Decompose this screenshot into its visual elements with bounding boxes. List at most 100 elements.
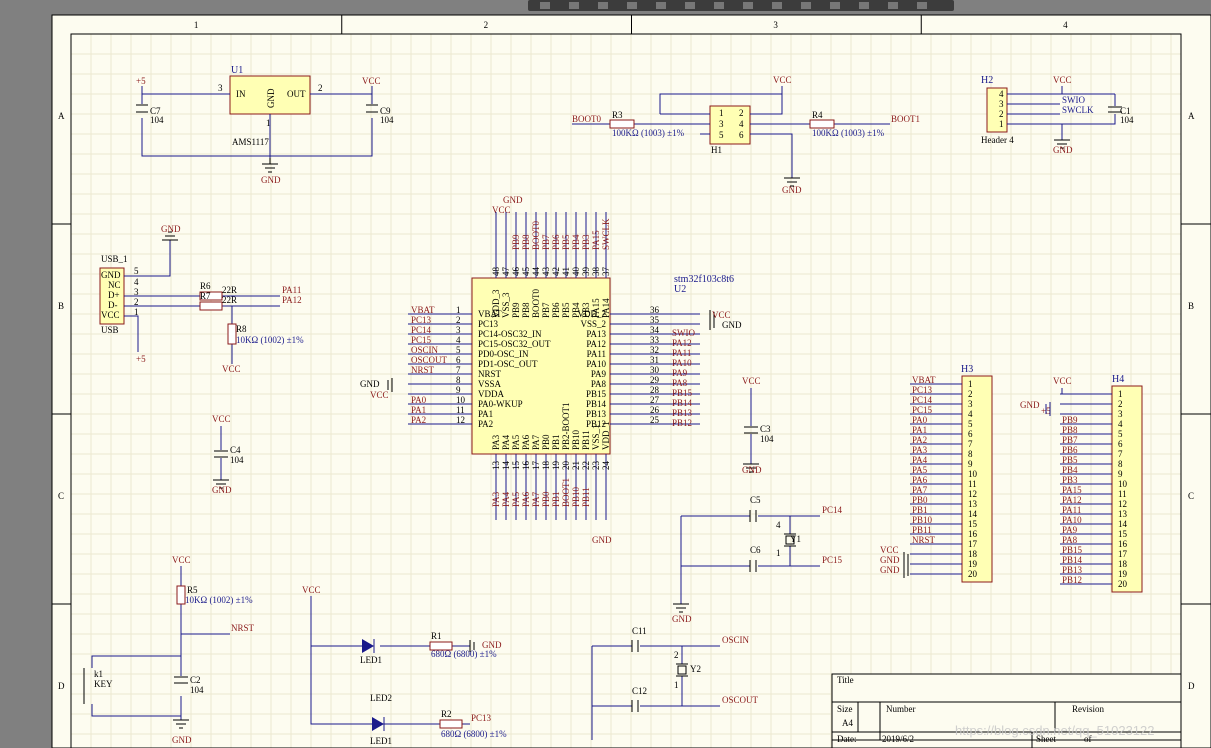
svg-text:2: 2 [999,109,1004,119]
mcu-pin-name: PC15-OSC32_OUT [478,339,551,349]
svg-text:GND: GND [782,185,802,195]
h4-net: PB14 [1062,555,1083,565]
svg-text:VCC: VCC [712,310,731,320]
watermark: https://blog.csdn.net/qq_51023122 [955,723,1155,738]
h4-pin: 20 [1118,579,1128,589]
toolbar-tool-icon[interactable] [743,2,753,9]
mcu-pin-num: 44 [531,267,541,277]
h3-pin: 15 [968,519,978,529]
svg-text:GND: GND [592,535,612,545]
h3-net: PB1 [912,505,928,515]
zone-row-right-A: A [1188,111,1195,121]
mcu-pin-num: 26 [650,405,660,415]
c7-ref: C7 [150,106,161,116]
mcu-pin-name: PA13 [586,329,606,339]
svg-text:Revision: Revision [1072,704,1105,714]
h3-pin: 8 [968,449,973,459]
mcu-net-bottom: PA7 [531,491,541,507]
toolbar-tool-icon[interactable] [540,2,550,9]
mcu-pin-name: PB6 [551,302,561,318]
mcu-pin-name: PA9 [591,369,607,379]
h4-pin: 9 [1118,469,1123,479]
mcu-net-right: PA12 [672,338,692,348]
svg-text:4: 4 [134,277,139,287]
mcu-net-bottom: PA5 [511,491,521,507]
zone-row-B: B [58,301,64,311]
mcu-net-left: PA2 [411,415,426,425]
svg-text:1: 1 [999,119,1004,129]
header-h4-section: H4 VCC GND +5 1234PB95PB86PB77PB68PB59PB… [1020,374,1143,593]
h3-pin: 17 [968,539,978,549]
u1-pin3: 3 [218,83,223,93]
svg-text:SWIO: SWIO [1062,95,1085,105]
mcu-net-top: SWCLK [601,218,611,250]
h4-pin: 15 [1118,529,1128,539]
toolbar-tool-icon[interactable] [627,2,637,9]
svg-text:2: 2 [134,297,139,307]
toolbar-tool-icon[interactable] [830,2,840,9]
svg-text:4: 4 [999,89,1004,99]
h4-pin: 10 [1118,479,1128,489]
toolbar-tool-icon[interactable] [859,2,869,9]
h4-pin: 2 [1118,399,1123,409]
svg-text:H3: H3 [961,364,973,375]
mcu-net-left: PA1 [411,405,426,415]
svg-text:Y2: Y2 [690,664,701,674]
toolbar-tool-icon[interactable] [714,2,724,9]
svg-text:VCC: VCC [222,364,241,374]
mcu-pin-num: 19 [551,461,561,471]
h3-net: PA5 [912,465,928,475]
zone-col-4: 4 [1063,20,1068,30]
net-boot0: BOOT0 [572,114,601,124]
svg-text:3: 3 [999,99,1004,109]
h4-pin: 19 [1118,569,1128,579]
mcu-pin-name: VDD_1 [601,422,611,451]
h3-pin: 5 [968,419,973,429]
mcu-net-right: PA11 [672,348,691,358]
toolbar-tool-icon[interactable] [598,2,608,9]
mcu-net-top: PB3 [581,234,591,250]
mcu-pin-name: VSS_2 [580,319,606,329]
svg-text:680Ω (6800) ±1%: 680Ω (6800) ±1% [431,649,497,659]
mcu-pin-num: 1 [456,305,461,315]
svg-text:104: 104 [760,434,774,444]
mcu-pin-name: PB10 [571,429,581,450]
mcu-net-top: PB5 [561,234,571,250]
svg-text:VCC: VCC [172,555,191,565]
toolbar-tool-icon[interactable] [917,2,927,9]
toolbar-tool-icon[interactable] [888,2,898,9]
svg-text:A4: A4 [842,718,853,728]
h3-net: GND [880,565,900,575]
h3-pin: 14 [968,509,978,519]
svg-text:GND: GND [482,640,502,650]
mcu-pin-name: PC13 [478,319,499,329]
mcu-pin-num: 28 [650,385,660,395]
mcu-pin-num: 10 [456,395,466,405]
mcu-net-right: SWIO [672,328,695,338]
mcu-pin-name: PB9 [511,302,521,318]
mcu-pin-num: 6 [456,355,461,365]
toolbar-tool-icon[interactable] [569,2,579,9]
svg-text:LED1: LED1 [360,655,382,665]
mcu-net-top: PB9 [511,234,521,250]
h4-pin: 1 [1118,389,1123,399]
toolbar-tool-icon[interactable] [801,2,811,9]
mcu-net-bottom: PB10 [571,486,581,507]
toolbar-tool-icon[interactable] [772,2,782,9]
h4-pin: 6 [1118,439,1123,449]
h3-pin: 11 [968,479,977,489]
mcu-pin-num: 8 [456,375,461,385]
mcu-net-right: PB12 [672,418,692,428]
mcu-net-top: PB6 [551,234,561,250]
mcu-net-bottom: PA4 [501,491,511,507]
floating-toolbar[interactable] [528,0,954,11]
toolbar-tool-icon[interactable] [656,2,666,9]
mcu-pin-name: PD0-OSC_IN [478,349,529,359]
svg-text:C2: C2 [190,675,201,685]
h3-net: PA2 [912,435,927,445]
mcu-net-left: PC14 [411,325,432,335]
svg-text:VCC: VCC [492,205,511,215]
toolbar-tool-icon[interactable] [685,2,695,9]
svg-text:22R: 22R [222,295,237,305]
